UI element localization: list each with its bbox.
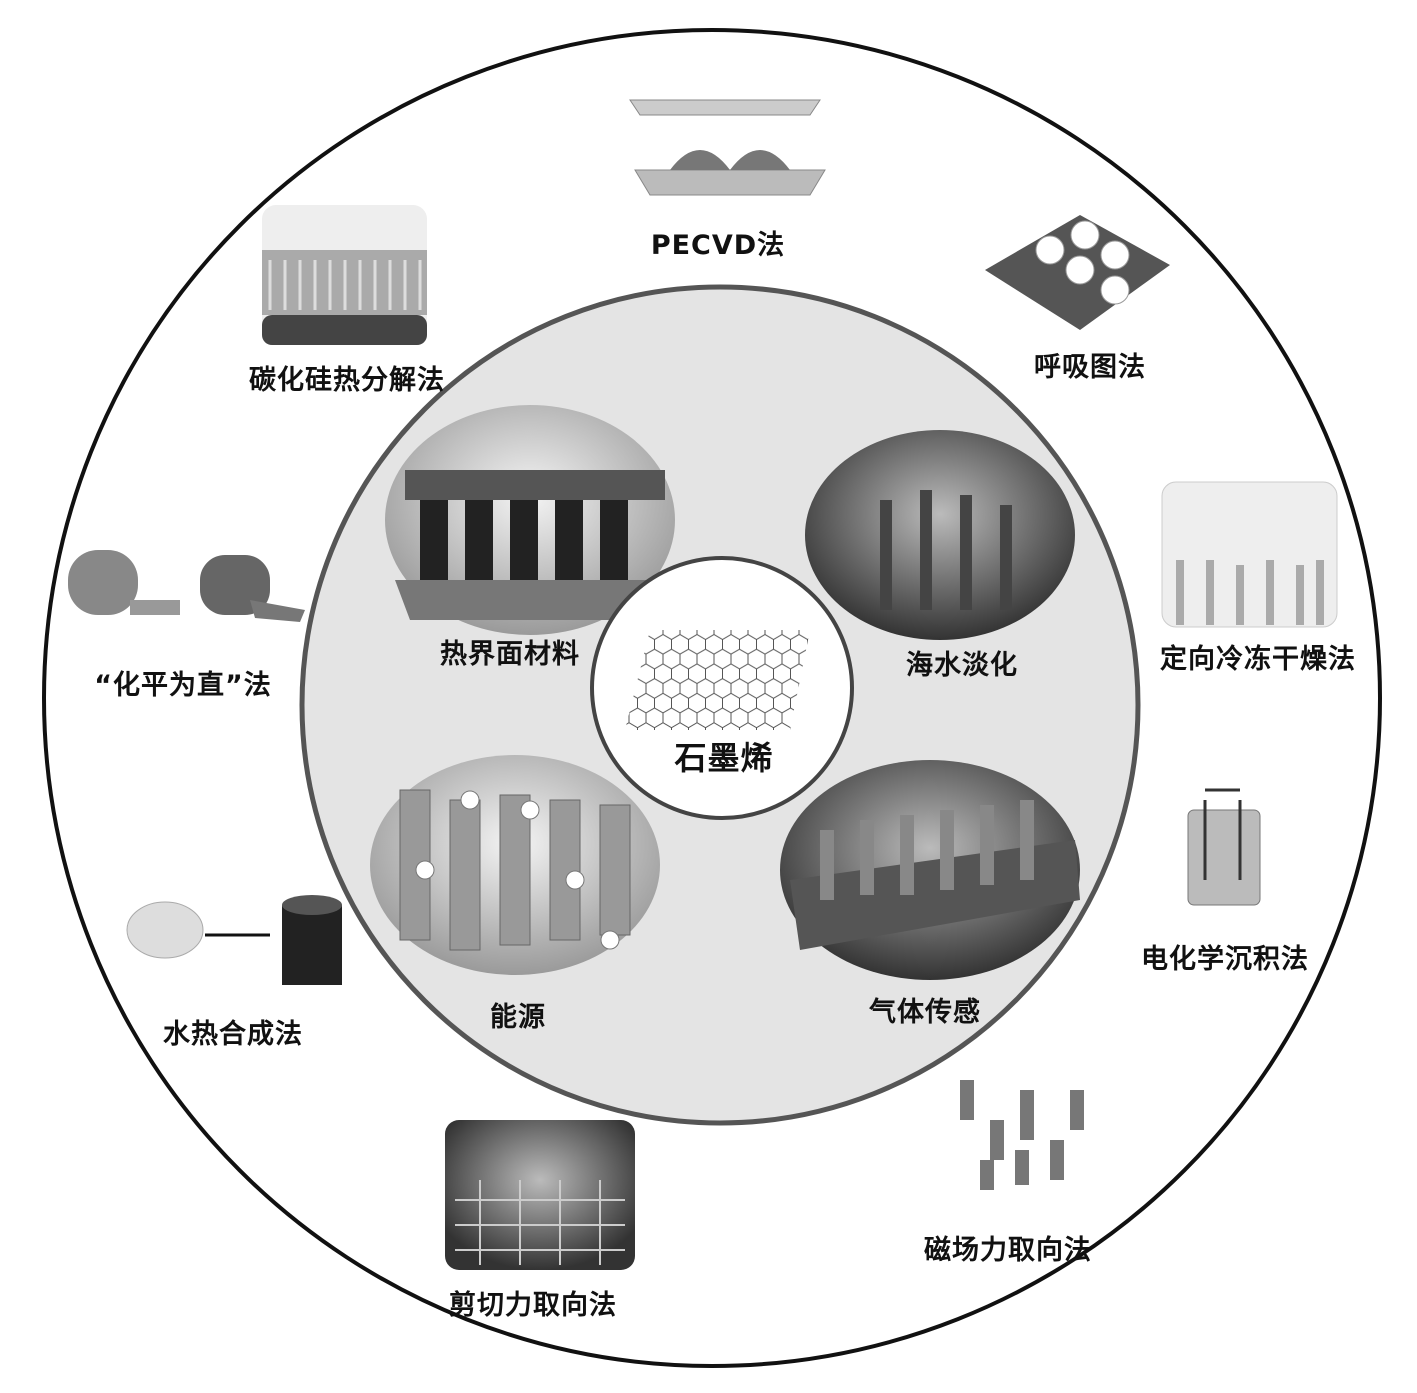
magnetic-orientation-image — [960, 1080, 1084, 1190]
desalination-image — [805, 430, 1075, 640]
application-label: 气体传感 — [869, 997, 981, 1028]
method-label: 水热合成法 — [163, 1019, 303, 1050]
method-label: 定向冷冻干燥法 — [1160, 644, 1356, 675]
method-label: 电化学沉积法 — [1141, 944, 1309, 975]
thermal-interface-image — [385, 405, 675, 635]
flat-to-vertical-image — [68, 550, 305, 622]
electrodeposition-image — [1187, 788, 1261, 906]
application-label: 能源 — [490, 1002, 546, 1033]
shear-orientation-image — [445, 1120, 635, 1270]
application-label: 海水淡化 — [906, 650, 1018, 681]
method-label: 剪切力取向法 — [449, 1290, 617, 1321]
method-label: PECVD法 — [650, 230, 786, 261]
sic-decomposition-image — [262, 205, 427, 345]
pecvd-image — [629, 99, 826, 196]
graphene-lattice-icon — [625, 630, 810, 730]
hydrothermal-image — [126, 895, 342, 985]
method-label: 碳化硅热分解法 — [249, 365, 445, 396]
application-label: 热界面材料 — [440, 639, 580, 670]
method-label: 磁场力取向法 — [924, 1235, 1092, 1266]
energy-image — [370, 755, 660, 975]
center-label: 石墨烯 — [674, 739, 774, 777]
gas-sensing-image — [780, 760, 1080, 980]
freeze-drying-image — [1161, 481, 1338, 628]
method-label: “化平为直”法 — [94, 670, 272, 701]
method-label: 呼吸图法 — [1034, 352, 1146, 383]
breath-figure-image — [985, 215, 1170, 330]
